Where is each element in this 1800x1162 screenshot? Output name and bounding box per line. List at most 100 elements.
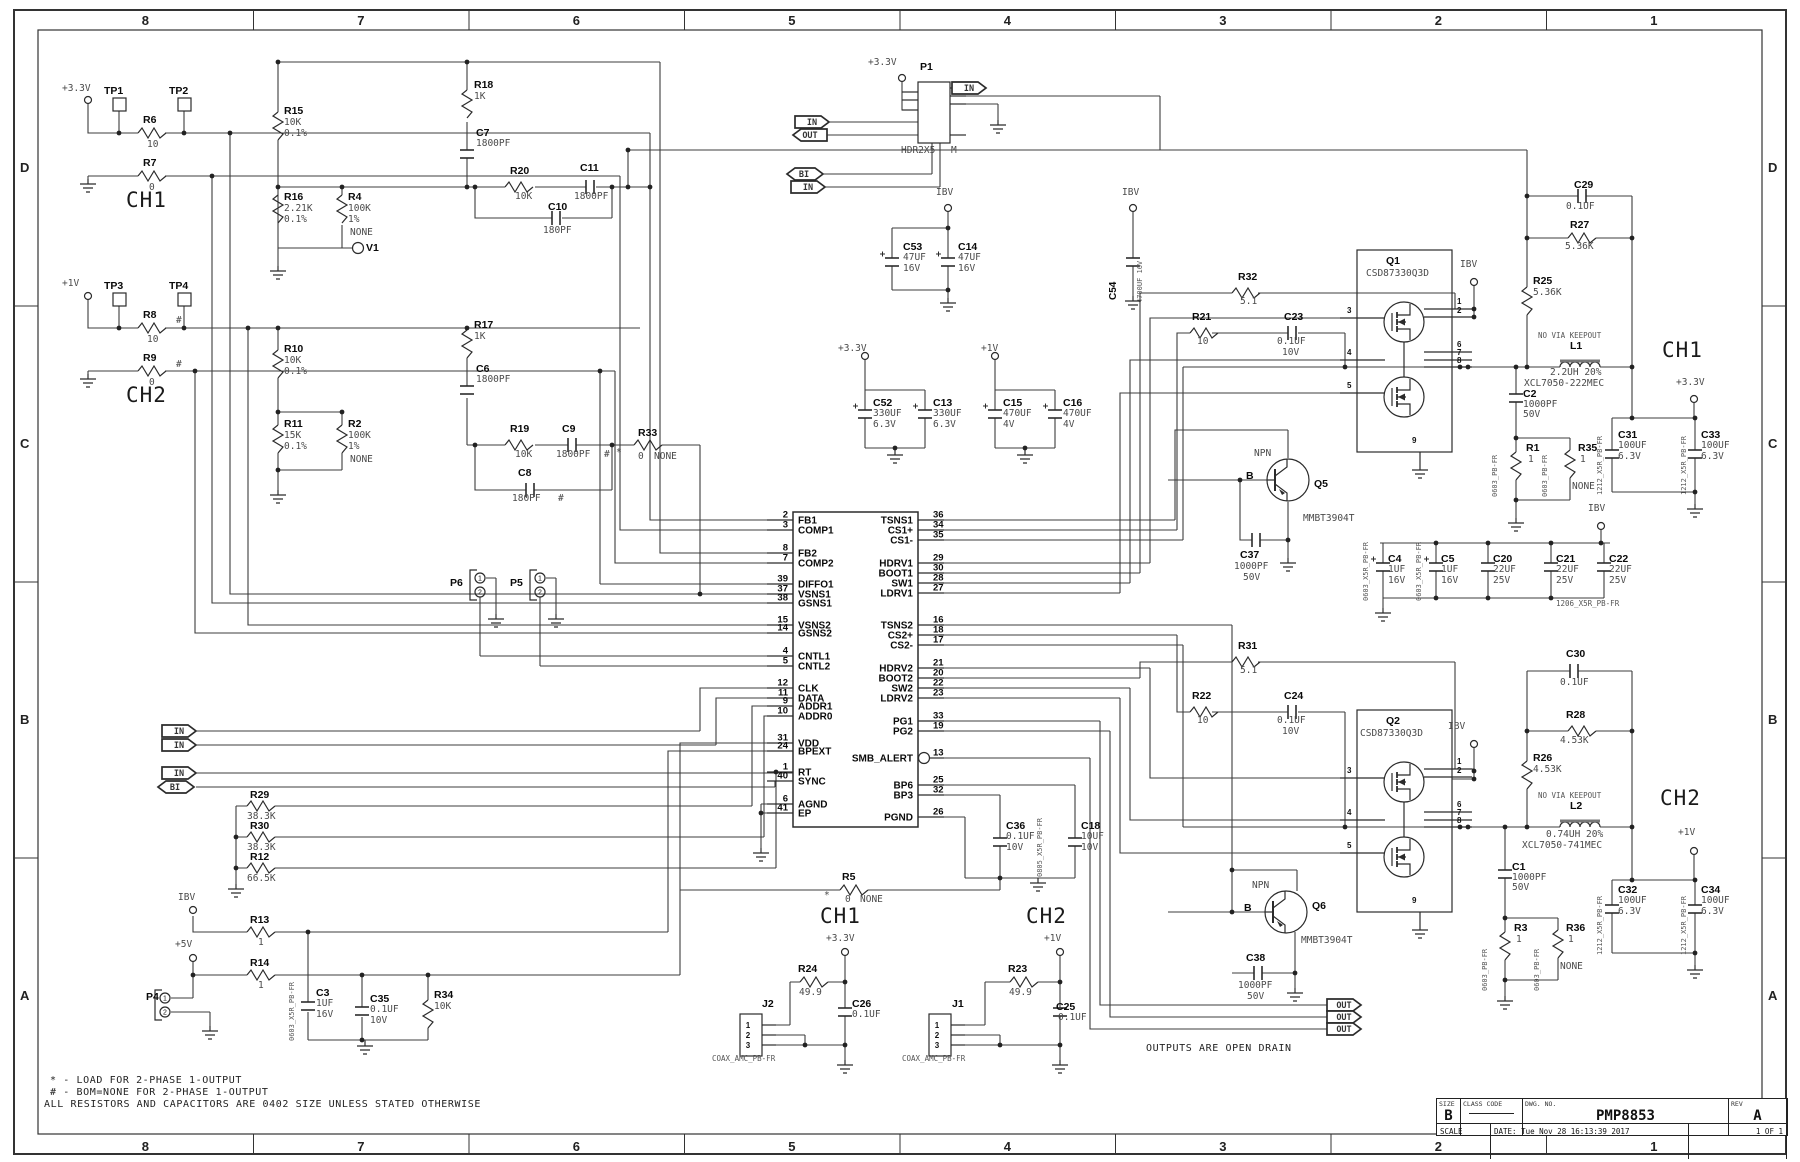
junction-dot bbox=[1513, 364, 1519, 370]
junction-dot bbox=[842, 979, 848, 985]
pwr-1v-ch2-symbol bbox=[1689, 846, 1699, 856]
C54-symbol bbox=[1126, 257, 1140, 267]
junction-dot bbox=[190, 972, 196, 978]
svg-text:26: 26 bbox=[933, 807, 944, 818]
svg-text:VDD: VDD bbox=[798, 739, 819, 750]
svg-text:37: 37 bbox=[777, 584, 788, 595]
pwr-ibv-c53-symbol bbox=[943, 203, 953, 213]
C11-symbol bbox=[585, 180, 595, 194]
svg-text:VSNS2: VSNS2 bbox=[798, 621, 831, 632]
svg-text:ADDR0: ADDR0 bbox=[798, 712, 833, 723]
C13-symbol bbox=[913, 403, 932, 419]
gnd11-symbol bbox=[837, 1060, 853, 1074]
junction-dot bbox=[1465, 824, 1471, 830]
junction-dot bbox=[1524, 728, 1530, 734]
svg-text:AGND: AGND bbox=[798, 800, 827, 811]
scale-label: SCALE bbox=[1440, 1127, 1463, 1136]
svg-text:DIFFO1: DIFFO1 bbox=[798, 580, 834, 591]
junction-dot bbox=[625, 184, 631, 190]
svg-text:HDRV2: HDRV2 bbox=[879, 664, 913, 675]
flag-out: OUT bbox=[1326, 998, 1363, 1012]
R19-symbol bbox=[504, 438, 534, 452]
svg-text:BP6: BP6 bbox=[894, 781, 914, 792]
svg-text:TSNS1: TSNS1 bbox=[881, 516, 914, 527]
junction-dot bbox=[181, 130, 187, 136]
svg-text:33: 33 bbox=[933, 711, 944, 722]
wire-layer bbox=[87, 61, 1696, 1060]
wires-bottom-center bbox=[680, 803, 1061, 1060]
flag-in: IN bbox=[161, 724, 198, 738]
wires-topleft bbox=[87, 61, 1527, 604]
junction-dot bbox=[1433, 540, 1439, 546]
svg-text:CS2+: CS2+ bbox=[888, 631, 913, 642]
junction-dot bbox=[647, 184, 653, 190]
junction-dot bbox=[1524, 235, 1530, 241]
flag-in: IN bbox=[161, 766, 198, 780]
R14-symbol bbox=[246, 968, 276, 982]
svg-text:CNTL2: CNTL2 bbox=[798, 662, 831, 673]
svg-text:2: 2 bbox=[163, 1010, 167, 1017]
svg-text:LDRV1: LDRV1 bbox=[880, 589, 913, 600]
C36-symbol bbox=[993, 837, 1007, 847]
pwr-3v3-a-symbol bbox=[83, 95, 93, 105]
R22-symbol bbox=[1189, 705, 1219, 719]
C6-symbol bbox=[460, 385, 474, 395]
junction-dot bbox=[1342, 824, 1348, 830]
svg-text:PG1: PG1 bbox=[893, 717, 913, 728]
Q6-symbol bbox=[1264, 890, 1308, 934]
junction-dot bbox=[1629, 235, 1635, 241]
classcode-label: CLASS CODE bbox=[1463, 1100, 1503, 1108]
pwr-1v-a-symbol bbox=[83, 291, 93, 301]
junction-dot bbox=[1471, 306, 1477, 312]
junction-layer bbox=[116, 59, 1698, 1048]
gnd7-symbol bbox=[228, 884, 244, 898]
dwgno-label: DWG. NO. bbox=[1525, 1100, 1557, 1108]
gnd5-symbol bbox=[488, 614, 504, 628]
flag-out: OUT bbox=[791, 128, 828, 142]
title-classcode-cell: CLASS CODE bbox=[1461, 1099, 1523, 1135]
junction-dot bbox=[1057, 1042, 1063, 1048]
pwr-3v3-c52-symbol bbox=[860, 351, 870, 361]
C32-symbol bbox=[1605, 904, 1619, 914]
junction-dot bbox=[275, 325, 281, 331]
svg-text:SMB_ALERT: SMB_ALERT bbox=[852, 754, 913, 765]
title-dwgno-cell: DWG. NO. PMP8853 bbox=[1523, 1099, 1729, 1135]
TP2-symbol bbox=[177, 97, 192, 112]
gnd15-symbol bbox=[887, 450, 903, 464]
junction-dot bbox=[192, 368, 198, 374]
C3-symbol bbox=[301, 1001, 315, 1011]
R4-symbol bbox=[335, 194, 349, 224]
flag-out: OUT bbox=[1326, 1022, 1363, 1036]
R32-symbol bbox=[1231, 286, 1261, 300]
gnd16-symbol bbox=[1017, 450, 1033, 464]
junction-dot bbox=[1433, 595, 1439, 601]
C8-symbol bbox=[525, 483, 535, 497]
P1-symbol bbox=[902, 81, 966, 144]
svg-text:9: 9 bbox=[783, 696, 788, 707]
junction-dot bbox=[1465, 364, 1471, 370]
size-label: SIZE bbox=[1439, 1100, 1455, 1108]
svg-text:41: 41 bbox=[777, 803, 788, 814]
junction-dot bbox=[1548, 540, 1554, 546]
date-value: DATE: Tue Nov 28 16:13:39 2017 bbox=[1494, 1127, 1630, 1136]
svg-text:30: 30 bbox=[933, 563, 944, 574]
junction-dot bbox=[116, 325, 122, 331]
svg-text:21: 21 bbox=[933, 658, 944, 669]
junction-dot bbox=[609, 184, 615, 190]
svg-text:39: 39 bbox=[777, 574, 788, 585]
C23-symbol bbox=[1287, 326, 1297, 340]
R5-symbol bbox=[839, 883, 869, 897]
svg-text:DATA: DATA bbox=[798, 694, 824, 705]
R20-symbol bbox=[504, 180, 534, 194]
svg-text:GSNS2: GSNS2 bbox=[798, 629, 832, 640]
svg-text:15: 15 bbox=[777, 615, 788, 626]
svg-text:38: 38 bbox=[777, 593, 788, 604]
junction-dot bbox=[1598, 540, 1604, 546]
svg-text:2: 2 bbox=[746, 1031, 751, 1040]
junction-dot bbox=[1285, 537, 1291, 543]
junction-dot bbox=[209, 173, 215, 179]
junction-dot bbox=[359, 972, 365, 978]
wires-ch1-power bbox=[1183, 150, 1696, 608]
svg-text:2: 2 bbox=[538, 590, 542, 597]
